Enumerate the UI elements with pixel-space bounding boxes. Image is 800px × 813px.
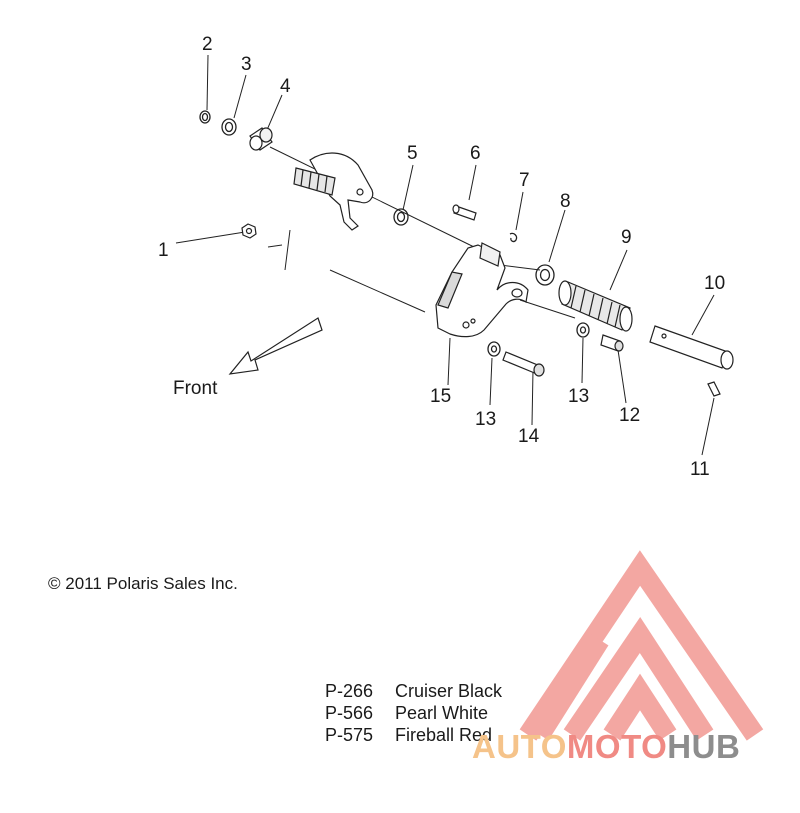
callout-5: 5 — [407, 143, 418, 164]
color-name: Fireball Red — [395, 725, 493, 745]
part-15-bracket — [435, 242, 529, 338]
callout-3: 3 — [241, 54, 252, 75]
callout-labels: 1 2 3 4 5 6 7 8 9 10 11 12 13 13 14 15 F… — [158, 34, 725, 480]
part-shift-lever-arm — [293, 152, 374, 231]
part-7-clip — [509, 232, 518, 243]
color-options-table: P-266 Cruiser Black P-566 Pearl White P-… — [325, 680, 502, 746]
copyright-notice: © 2011 Polaris Sales Inc. — [48, 574, 238, 593]
part-2-ring — [199, 110, 211, 124]
part-8-washer — [535, 264, 555, 286]
part-13-washer-b — [576, 322, 590, 338]
part-12-bolt — [600, 334, 624, 352]
watermark-text-auto: AUTO — [472, 728, 567, 765]
part-3-washer — [221, 118, 237, 136]
watermark-logo-text: AUTOMOTOHUB — [472, 728, 740, 766]
callout-4: 4 — [280, 76, 291, 97]
callout-1: 1 — [158, 240, 169, 261]
color-code: P-566 — [325, 703, 374, 723]
part-11-screw — [707, 381, 721, 397]
part-6-pin — [452, 204, 477, 221]
leader-lines — [175, 54, 715, 456]
part-1-nut — [241, 223, 257, 239]
watermark-text-moto: MOTO — [566, 728, 668, 765]
part-13-washer-a — [487, 341, 501, 357]
callout-13-right: 13 — [568, 386, 589, 407]
part-10-footpeg-pin — [649, 325, 734, 370]
part-5-washer — [393, 208, 409, 226]
callout-2: 2 — [202, 34, 213, 55]
color-name: Cruiser Black — [395, 681, 503, 701]
callout-15: 15 — [430, 386, 451, 407]
color-option-row: P-566 Pearl White — [325, 702, 502, 724]
callout-9: 9 — [621, 227, 632, 248]
front-label: Front — [173, 378, 218, 399]
callout-11: 11 — [690, 459, 710, 480]
color-code: P-266 — [325, 681, 374, 701]
color-name: Pearl White — [395, 703, 489, 723]
part-4-bushing — [249, 127, 273, 151]
callout-8: 8 — [560, 191, 571, 212]
color-code: P-575 — [325, 725, 374, 745]
color-option-row: P-575 Fireball Red — [325, 724, 502, 746]
callout-12: 12 — [619, 405, 640, 426]
watermark-text-hub: HUB — [667, 728, 741, 765]
part-9-footpeg-rubber — [558, 280, 633, 332]
watermark-logo-mark — [519, 550, 764, 741]
callout-6: 6 — [470, 143, 481, 164]
callout-7: 7 — [519, 170, 530, 191]
front-direction-arrow — [228, 317, 323, 375]
callout-10: 10 — [704, 273, 725, 294]
part-14-bolt — [502, 351, 545, 377]
callout-13-left: 13 — [475, 409, 496, 430]
callout-14: 14 — [518, 426, 540, 447]
color-option-row: P-266 Cruiser Black — [325, 680, 502, 702]
